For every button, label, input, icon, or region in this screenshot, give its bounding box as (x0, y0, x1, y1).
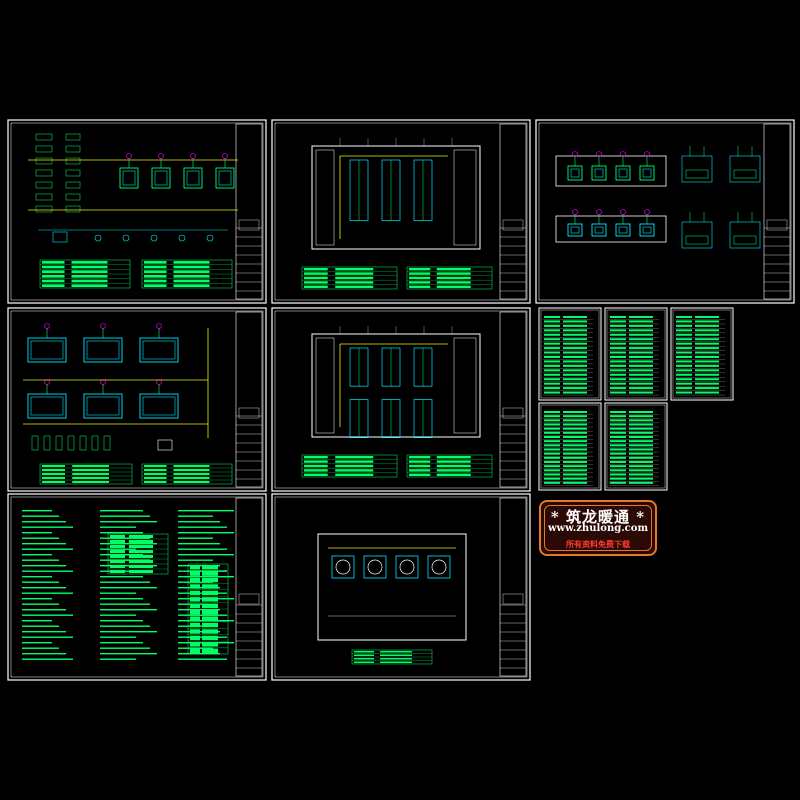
schedule-table-sheet (670, 307, 734, 401)
drawing-sheets (7, 119, 795, 681)
schedule-table-sheet (604, 307, 668, 401)
drawing-sheet (271, 307, 531, 492)
drawing-sheet (7, 307, 267, 492)
drawing-sheet (7, 119, 267, 304)
schedule-table-sheet (538, 307, 602, 401)
watermark-badge[interactable]: * 筑龙暖通 * www.zhulong.com 所有资料免费下载 (539, 500, 657, 556)
badge-title: * 筑龙暖通 * (550, 508, 646, 526)
drawing-sheet (271, 119, 531, 304)
badge-inner-border (544, 505, 652, 551)
drawing-sheet (7, 493, 267, 681)
schedule-table-sheet (604, 402, 668, 491)
drawing-sheet (535, 119, 795, 304)
badge-url: www.zhulong.com (547, 523, 649, 534)
schedule-table-sheet (538, 402, 602, 491)
drawing-sheet (271, 493, 531, 681)
badge-subtitle: 所有资料免费下载 (566, 540, 630, 549)
